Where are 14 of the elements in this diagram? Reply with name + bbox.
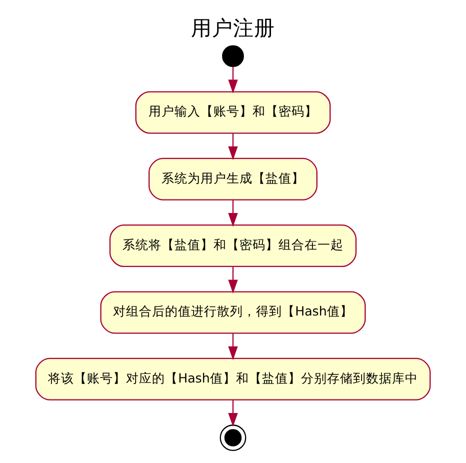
node-box: 系统将【盐值】和【密码】组合在一起: [109, 224, 357, 267]
node-box: 系统为用户生成【盐值】: [148, 157, 318, 200]
diagram-title: 用户注册: [191, 15, 275, 40]
arrow: [228, 266, 238, 294]
arrow: [228, 332, 238, 360]
node-circle: [220, 424, 246, 450]
node-box: 将该【账号】对应的【Hash值】和【盐值】分别存储到数据库中: [35, 357, 431, 400]
arrow: [228, 199, 238, 226]
node-circle: [222, 44, 244, 67]
arrow: [228, 66, 238, 93]
arrow: [228, 399, 238, 426]
node-box: 用户输入【账号】和【密码】: [135, 90, 331, 134]
arrow: [228, 132, 238, 160]
node-box: 对组合后的值进行散列，得到【Hash值】: [100, 290, 366, 334]
